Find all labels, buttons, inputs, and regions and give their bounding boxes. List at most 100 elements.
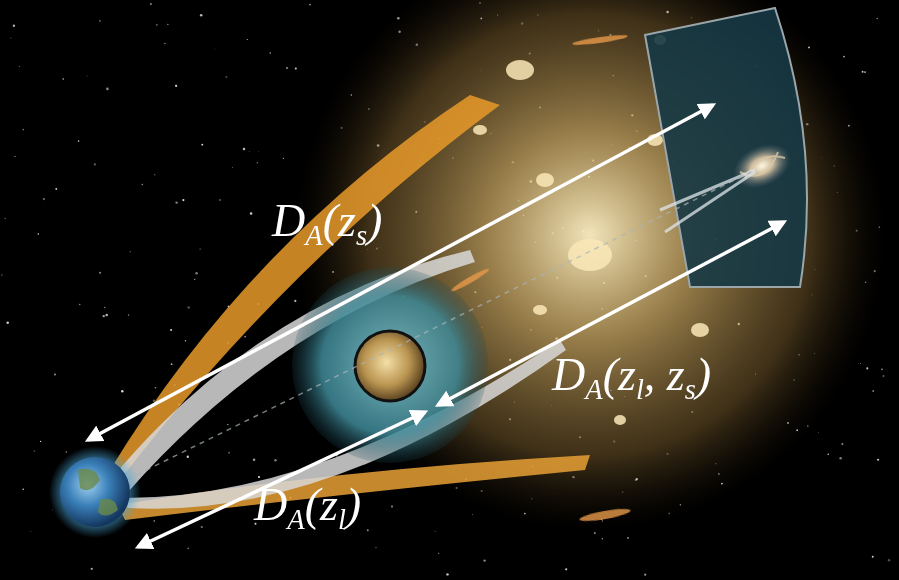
star	[827, 453, 828, 454]
line-of-sight	[110, 170, 755, 488]
distance-label: DA(zl)	[254, 482, 361, 535]
distance-symbol: D	[272, 195, 305, 246]
star	[175, 201, 177, 203]
star	[200, 249, 201, 250]
star	[13, 25, 15, 27]
star	[859, 363, 861, 365]
star	[171, 363, 173, 365]
star	[883, 375, 885, 377]
star	[170, 329, 172, 331]
star	[155, 387, 157, 389]
star	[142, 184, 143, 185]
distance-label: DA(zs)	[272, 198, 382, 251]
star	[843, 56, 845, 58]
star	[214, 48, 216, 50]
star	[866, 367, 868, 369]
star	[839, 457, 841, 459]
lens-halo	[292, 267, 488, 463]
star	[104, 307, 106, 309]
star	[201, 144, 203, 146]
star	[40, 441, 41, 442]
star	[294, 300, 296, 302]
star	[4, 218, 6, 220]
star	[888, 559, 890, 561]
star	[14, 156, 15, 157]
star	[99, 272, 101, 274]
star	[187, 547, 189, 549]
star	[250, 212, 252, 214]
star	[295, 68, 297, 70]
earth-glow	[49, 446, 141, 538]
star	[187, 306, 189, 308]
star	[106, 88, 109, 91]
star	[63, 78, 64, 79]
star	[472, 514, 473, 515]
star	[200, 14, 203, 17]
star	[86, 75, 87, 76]
star	[22, 129, 24, 131]
star	[644, 574, 646, 576]
star	[43, 198, 45, 200]
star	[38, 233, 40, 235]
star	[817, 431, 819, 433]
subscript: l	[636, 374, 644, 405]
star	[105, 314, 108, 317]
star	[167, 24, 168, 25]
distance-symbol: (z	[305, 479, 338, 530]
star	[483, 559, 485, 561]
star	[253, 459, 256, 462]
star	[30, 531, 32, 533]
star	[34, 451, 35, 452]
star	[154, 174, 155, 175]
earth	[60, 457, 130, 527]
star	[156, 24, 158, 26]
subscript: A	[287, 504, 304, 535]
star	[872, 390, 874, 392]
star	[862, 71, 864, 73]
star	[201, 526, 203, 528]
star	[91, 568, 93, 570]
star	[99, 20, 100, 21]
distance-symbol: D	[552, 349, 585, 400]
star	[55, 188, 57, 190]
subscript: s	[356, 220, 367, 251]
star	[877, 459, 879, 461]
star	[446, 573, 448, 575]
star	[864, 71, 866, 73]
star	[391, 505, 393, 507]
distance-label: DA(zl, zs)	[552, 352, 711, 405]
distance-symbol: )	[346, 479, 361, 530]
distance-arrows	[88, 105, 784, 547]
star	[219, 199, 221, 201]
star	[182, 199, 184, 201]
star	[248, 151, 250, 153]
star	[375, 547, 377, 549]
star	[602, 538, 604, 540]
star	[164, 43, 165, 44]
star	[129, 251, 131, 253]
subscript: A	[305, 220, 322, 251]
distance-symbol: )	[367, 195, 382, 246]
star	[66, 451, 68, 453]
distance-symbol: , z	[644, 349, 685, 400]
star	[367, 529, 369, 531]
star	[121, 390, 123, 392]
star	[243, 148, 245, 150]
star	[225, 76, 227, 78]
star	[228, 452, 230, 454]
distance-symbol: D	[254, 479, 287, 530]
star	[258, 476, 260, 478]
star	[283, 158, 284, 159]
star	[227, 424, 228, 425]
lens-galaxy	[355, 331, 425, 401]
star	[154, 520, 155, 521]
star	[187, 456, 189, 458]
star	[232, 167, 233, 168]
star	[274, 459, 276, 461]
distance-symbol: (z	[603, 349, 636, 400]
source-rays	[660, 170, 755, 232]
subscript: A	[585, 374, 602, 405]
star	[438, 553, 439, 554]
